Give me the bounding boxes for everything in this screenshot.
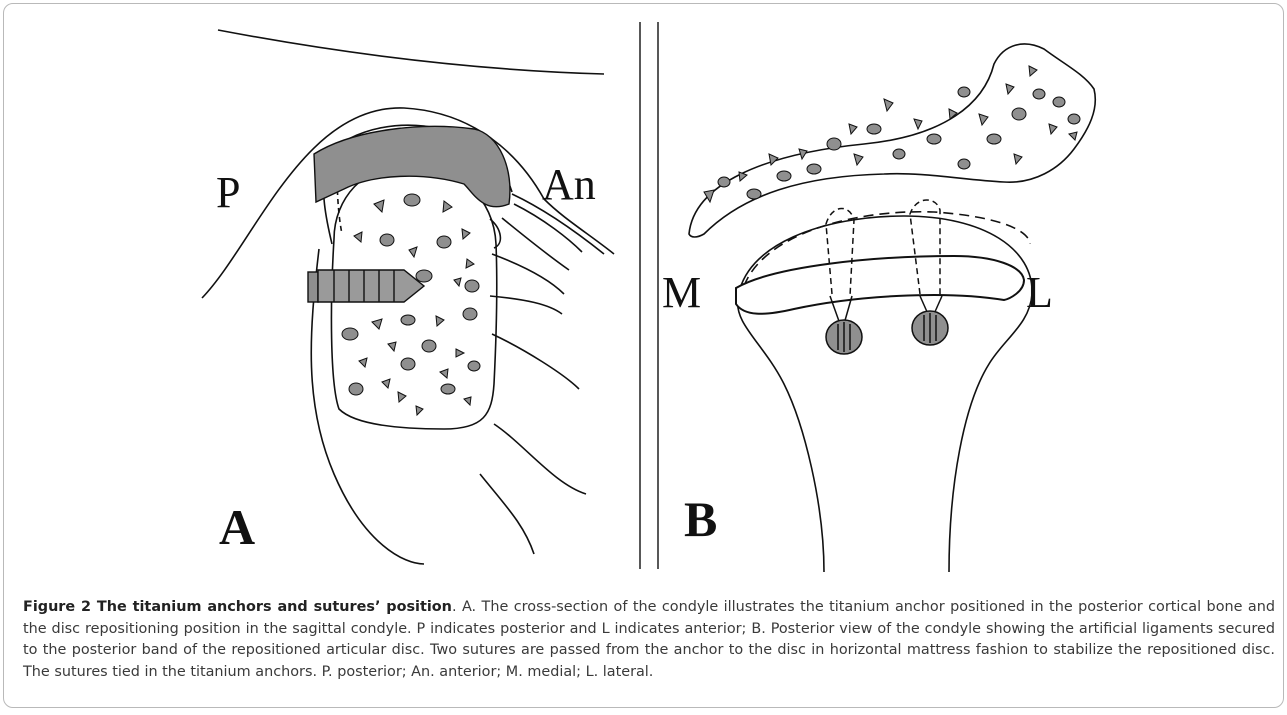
fossa-bone-band <box>689 44 1095 237</box>
bone-particles-a <box>342 194 480 415</box>
label-posterior: P <box>216 168 240 217</box>
articular-disc-b <box>736 256 1024 314</box>
panel-b-letter: B <box>684 491 717 547</box>
label-lateral: L <box>1026 268 1053 317</box>
titanium-anchor-a <box>308 270 424 302</box>
label-medial: M <box>662 268 701 317</box>
anchors-b <box>826 296 948 354</box>
skin-line <box>218 30 604 74</box>
caption-title: Figure 2 The titanium anchors and suture… <box>23 599 452 615</box>
figure-frame: P An A M L B Figure 2 The titanium ancho… <box>3 3 1284 708</box>
panel-a-letter: A <box>219 499 255 555</box>
figure-illustration: P An A M L B <box>4 4 1283 594</box>
figure-caption: Figure 2 The titanium anchors and suture… <box>23 597 1275 683</box>
label-anterior: An <box>542 160 596 209</box>
